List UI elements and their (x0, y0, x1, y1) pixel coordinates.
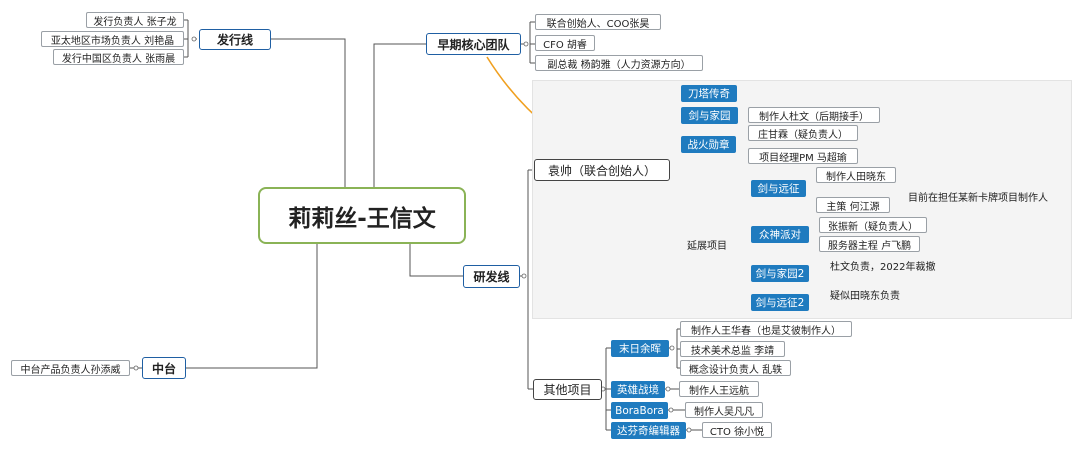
publish-item-1[interactable]: 发行负责人 张子龙 (86, 12, 184, 28)
game-zhanhuo[interactable]: 战火勋章 (681, 136, 736, 153)
central-topic[interactable]: 莉莉丝-王信文 (258, 187, 466, 244)
game-yingxiong[interactable]: 英雄战境 (611, 381, 665, 398)
tool-dafenqi[interactable]: 达芬奇编辑器 (611, 422, 686, 439)
mori-item-3[interactable]: 概念设计负责人 乱轶 (680, 360, 791, 376)
game-borabora[interactable]: BoraBora (611, 402, 668, 419)
zhongshen-item-1[interactable]: 张振新（疑负责人） (819, 217, 927, 233)
bora-producer[interactable]: 制作人吴凡凡 (685, 402, 763, 418)
dafenqi-cto[interactable]: CTO 徐小悦 (702, 422, 772, 438)
topic-zhongtai[interactable]: 中台 (142, 357, 186, 379)
game-daota[interactable]: 刀塔传奇 (681, 85, 737, 102)
yuanzheng-item-1[interactable]: 制作人田晓东 (816, 167, 896, 183)
yuanzheng-item-2[interactable]: 主策 何江源 (816, 197, 890, 213)
zhongtai-item[interactable]: 中台产品负责人孙添威 (11, 360, 130, 376)
topic-dev[interactable]: 研发线 (463, 265, 520, 288)
yingxiong-producer[interactable]: 制作人王远航 (679, 381, 759, 397)
early-team-item-2[interactable]: CFO 胡睿 (535, 35, 595, 51)
topic-publish[interactable]: 发行线 (199, 29, 271, 50)
zhanhuo-item-2[interactable]: 项目经理PM 马超瑜 (748, 148, 858, 164)
early-team-item-1[interactable]: 联合创始人、COO张昊 (535, 14, 661, 30)
game-jianyu2[interactable]: 剑与家园2 (751, 265, 809, 282)
jianyu-producer[interactable]: 制作人杜文（后期接手） (748, 107, 880, 123)
dev-yuanshuai[interactable]: 袁帅（联合创始人） (534, 159, 670, 181)
extended-projects[interactable]: 延展项目 (687, 240, 727, 252)
publish-item-2[interactable]: 亚太地区市场负责人 刘艳晶 (41, 31, 184, 47)
game-yuanzheng[interactable]: 剑与远征 (751, 180, 806, 197)
dev-other-projects[interactable]: 其他项目 (533, 379, 602, 400)
yuanzheng-note[interactable]: 目前在担任某新卡牌项目制作人 (908, 192, 1048, 204)
game-zhongshen[interactable]: 众神派对 (751, 226, 809, 243)
topic-early-team[interactable]: 早期核心团队 (426, 33, 521, 55)
zhongshen-item-2[interactable]: 服务器主程 卢飞鹏 (819, 236, 920, 252)
early-team-item-3[interactable]: 副总裁 杨韵雅（人力资源方向） (535, 55, 703, 71)
game-jianyu[interactable]: 剑与家园 (681, 107, 738, 124)
mori-item-1[interactable]: 制作人王华春（也是艾彼制作人） (680, 321, 852, 337)
jianyu2-note[interactable]: 杜文负责，2022年裁撤 (830, 261, 936, 273)
mori-item-2[interactable]: 技术美术总监 李靖 (680, 341, 785, 357)
zhanhuo-item-1[interactable]: 庄甘霖（疑负责人） (748, 125, 858, 141)
publish-item-3[interactable]: 发行中国区负责人 张雨晨 (53, 49, 184, 65)
game-mori[interactable]: 末日余晖 (611, 340, 669, 357)
yuanzheng2-note[interactable]: 疑似田晓东负责 (830, 290, 900, 302)
game-yuanzheng2[interactable]: 剑与远征2 (751, 294, 809, 311)
